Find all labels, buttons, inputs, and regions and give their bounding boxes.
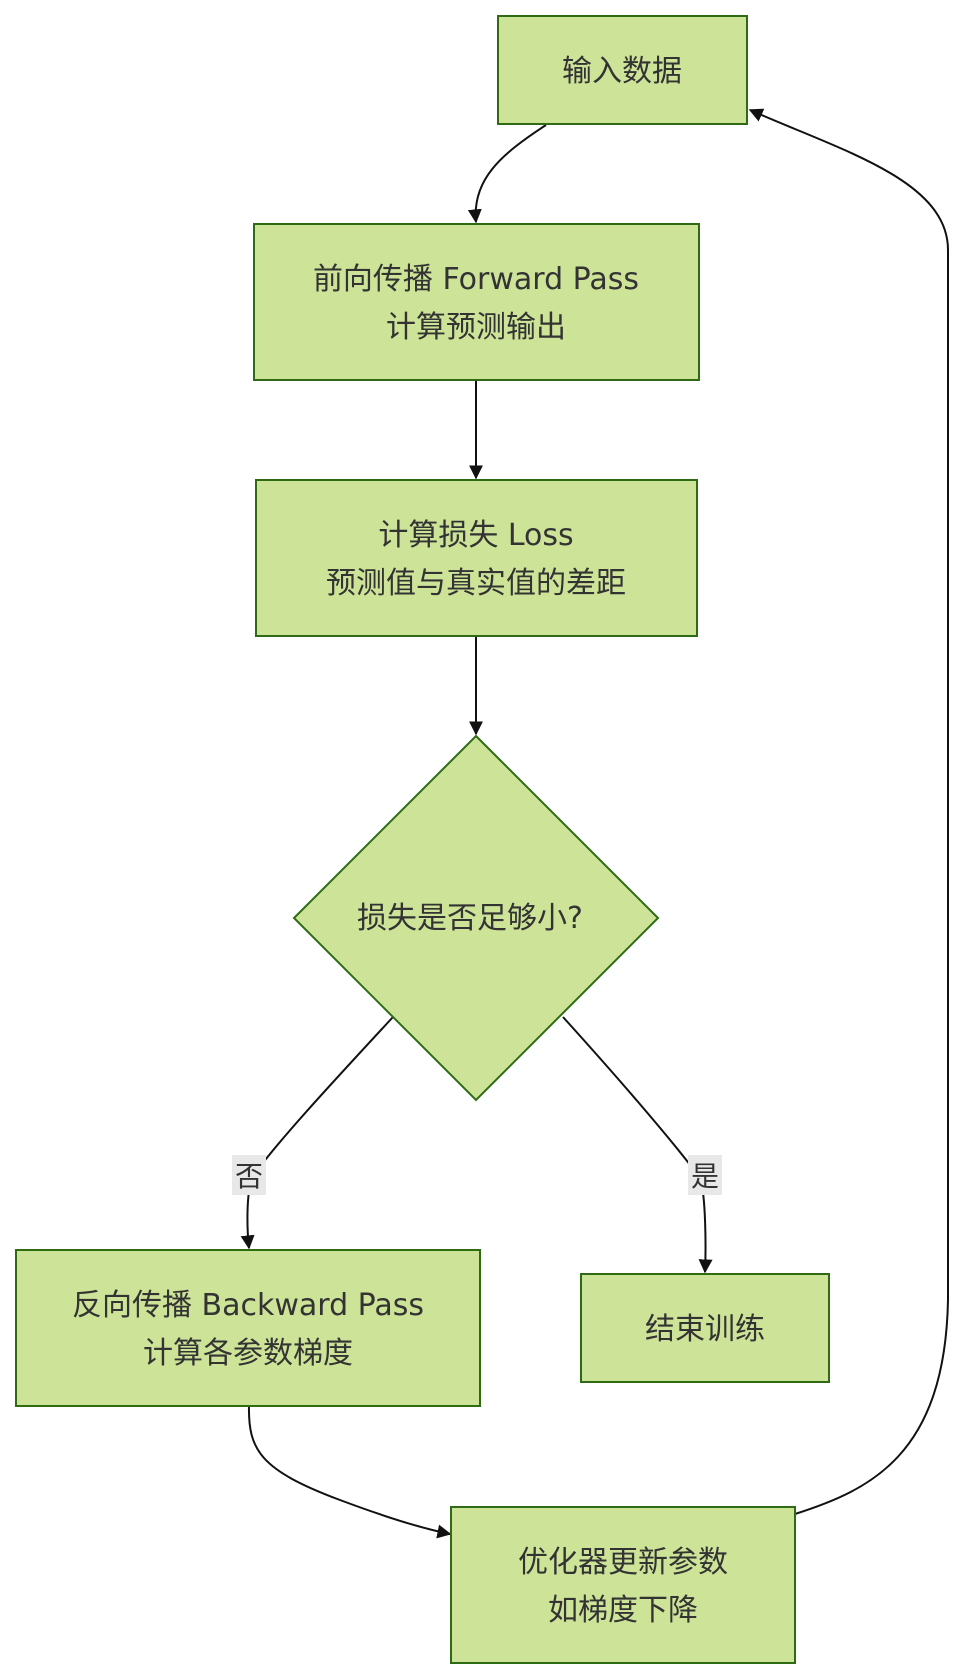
node-decision-loss-small[interactable]: 损失是否足够小? bbox=[292, 734, 660, 1102]
node-forward-pass-sublabel: 计算预测输出 bbox=[386, 310, 566, 345]
node-backward-pass-label: 反向传播 Backward Pass bbox=[72, 1288, 424, 1323]
edge-decision-to-end bbox=[562, 1016, 713, 1274]
node-compute-loss-sublabel: 预测值与真实值的差距 bbox=[326, 566, 626, 601]
edge-input-to-forward bbox=[467, 124, 547, 224]
edge-decision-to-backward bbox=[240, 1016, 394, 1250]
node-optimizer-sublabel: 如梯度下降 bbox=[548, 1593, 698, 1628]
edge-backward-to-optimizer bbox=[247, 1404, 452, 1539]
node-forward-pass-label: 前向传播 Forward Pass bbox=[313, 262, 639, 297]
edge-label-no: 否 bbox=[232, 1155, 266, 1195]
node-optimizer-update[interactable]: 优化器更新参数 如梯度下降 bbox=[450, 1506, 796, 1664]
node-backward-pass[interactable]: 反向传播 Backward Pass 计算各参数梯度 bbox=[15, 1249, 481, 1407]
node-forward-pass[interactable]: 前向传播 Forward Pass 计算预测输出 bbox=[253, 223, 700, 381]
edge-optimizer-to-input bbox=[748, 108, 949, 1515]
node-compute-loss[interactable]: 计算损失 Loss 预测值与真实值的差距 bbox=[255, 479, 698, 637]
node-decision-label: 损失是否足够小? bbox=[357, 901, 583, 936]
svg-text:否: 否 bbox=[235, 1160, 263, 1193]
node-optimizer-label: 优化器更新参数 bbox=[518, 1545, 728, 1580]
svg-text:是: 是 bbox=[691, 1160, 719, 1193]
node-end-training[interactable]: 结束训练 bbox=[580, 1273, 830, 1383]
node-compute-loss-label: 计算损失 Loss bbox=[378, 518, 573, 553]
node-input-data[interactable]: 输入数据 bbox=[497, 15, 748, 125]
node-end-training-label: 结束训练 bbox=[645, 1312, 765, 1347]
node-backward-pass-sublabel: 计算各参数梯度 bbox=[143, 1336, 353, 1371]
node-input-data-label: 输入数据 bbox=[562, 54, 682, 89]
edge-label-yes: 是 bbox=[688, 1155, 722, 1195]
